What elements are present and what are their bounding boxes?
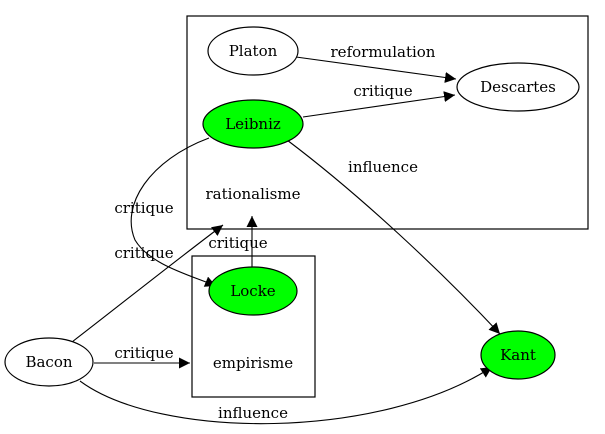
edge-label-leibniz-kant: influence [348,158,418,176]
cluster-empirisme: empirisme [191,255,316,398]
edge-label-bacon-kant: influence [218,404,288,422]
node-platon: Platon [207,26,299,76]
edge-label-locke-rationalisme: critique [208,234,267,252]
node-leibniz-label: Leibniz [225,115,281,133]
edge-label-bacon-rationalisme: critique [114,244,173,262]
node-descartes-label: Descartes [480,78,556,96]
node-kant-label: Kant [500,346,536,364]
edge-leibniz-locke [130,137,217,287]
edge-bacon-rationalisme [71,224,224,343]
edge-bacon-kant [79,366,493,425]
node-descartes: Descartes [456,62,580,112]
cluster-rationalisme: rationalisme [186,15,589,230]
node-kant: Kant [480,330,556,380]
edge-leibniz-descartes [302,91,456,118]
edge-platon-descartes [295,56,457,83]
edge-label-leibniz-locke: critique [114,199,173,217]
edge-label-leibniz-descartes: critique [353,82,412,100]
edge-label-bacon-empirisme: critique [114,344,173,362]
node-locke: Locke [208,266,298,316]
node-platon-label: Platon [229,42,278,60]
cluster-rationalisme-label: rationalisme [206,185,301,203]
node-bacon-label: Bacon [25,353,72,371]
node-locke-label: Locke [230,282,275,300]
edge-label-platon-descartes: reformulation [331,43,436,61]
node-leibniz: Leibniz [202,99,304,149]
node-bacon: Bacon [4,337,94,387]
cluster-empirisme-label: empirisme [213,354,293,372]
edge-leibniz-kant [286,139,501,335]
